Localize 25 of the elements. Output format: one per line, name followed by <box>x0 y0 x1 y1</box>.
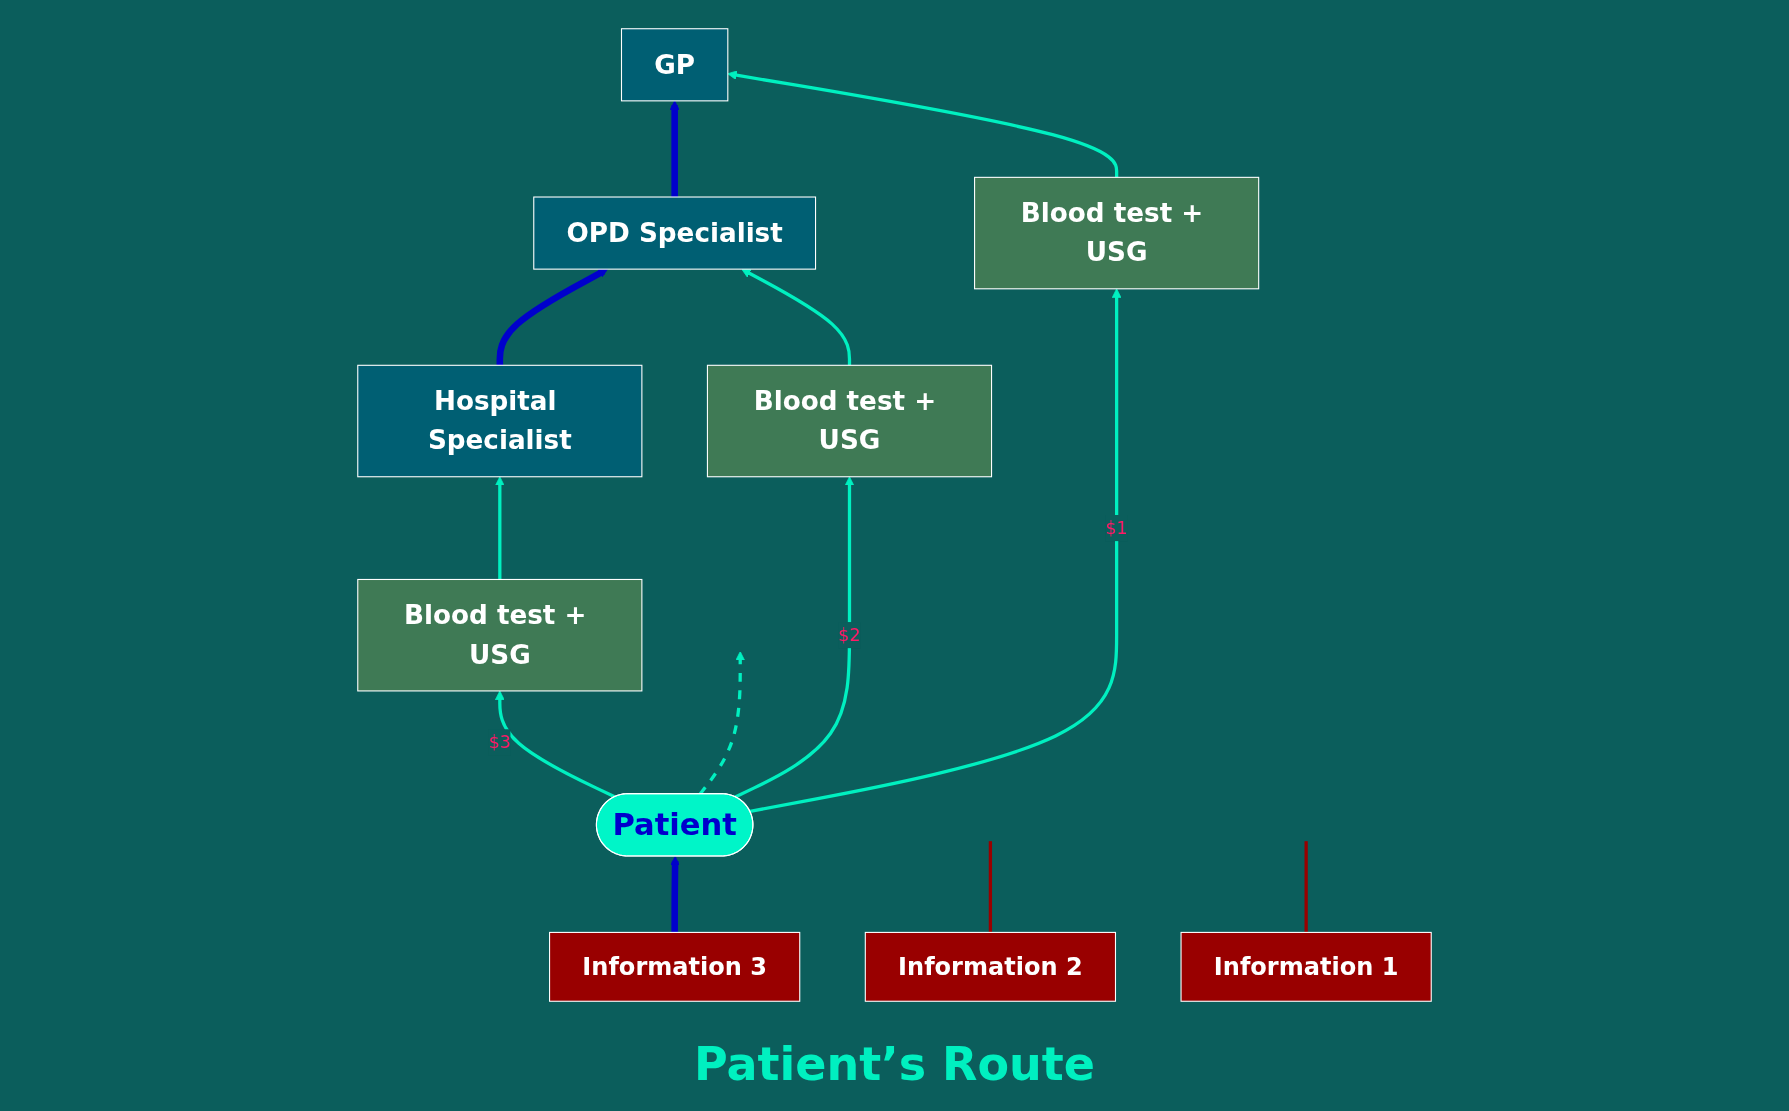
arrow <box>669 100 680 197</box>
edge-label: $3 <box>488 731 511 753</box>
node-box <box>533 196 817 270</box>
arrow <box>734 476 855 799</box>
arrow <box>727 70 1119 178</box>
node-box <box>357 578 643 692</box>
arrow <box>749 288 1122 813</box>
node-box <box>974 176 1260 290</box>
arrow <box>670 856 680 933</box>
edge-label: $2 <box>838 624 861 646</box>
node-box <box>864 931 1117 1002</box>
edge-label: $1 <box>1105 517 1128 538</box>
flow-diagram: $1 $2 $3 Information 3 Information 2 Information 1 GP OPD Specialist Hospital Specialist Blood test + USG Blood test + USG Blood test + USG Patient <box>20 20 1769 1010</box>
connector <box>1304 841 1308 933</box>
node-box <box>1180 931 1432 1002</box>
node-box <box>549 931 801 1002</box>
arrow <box>495 690 616 799</box>
route-label: Patient’s Route <box>692 1037 1096 1091</box>
arrow <box>496 268 608 366</box>
connector <box>988 841 993 933</box>
node-box <box>620 28 729 102</box>
node-box <box>706 364 993 478</box>
arrow <box>741 268 852 366</box>
arrow <box>495 476 505 580</box>
node-box <box>357 364 643 478</box>
